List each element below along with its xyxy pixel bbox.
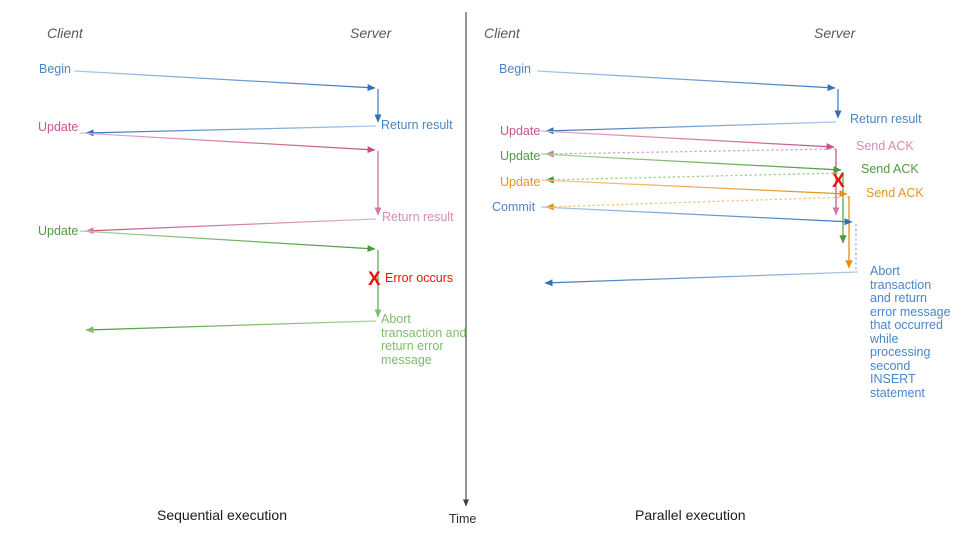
arrow-update-2-right [540, 153, 842, 174]
arrow-update-3-right [540, 179, 848, 198]
label-error-occurs-sequential: Error occurs [385, 271, 454, 285]
arrow-return-result-right [545, 121, 837, 135]
actor-client-sequential: Client [47, 25, 83, 41]
arrow-return-result-2-left [85, 218, 377, 235]
arrow-abort-right [544, 271, 859, 287]
label-update-2-parallel: Update [500, 149, 541, 163]
arrow-update-2-left [79, 230, 376, 253]
arrow-ack-2-right [545, 172, 844, 184]
label-send-ack-1-parallel: Send ACK [856, 139, 914, 153]
error-marker-sequential: X [368, 269, 381, 290]
arrow-update-1-right [540, 130, 835, 151]
arrow-ack-3-right [545, 196, 850, 211]
actor-client-parallel: Client [484, 25, 520, 41]
actor-server-sequential: Server [350, 25, 392, 41]
arrow-ack-1-right [545, 148, 837, 158]
arrow-return-result-1-left [85, 125, 377, 137]
label-abort-message-sequential: Abort transaction and return error messa… [381, 312, 467, 367]
arrow-abort-left [85, 320, 377, 334]
label-send-ack-2-parallel: Send ACK [861, 162, 919, 176]
arrow-begin-left [73, 70, 376, 92]
label-update-2-sequential: Update [38, 224, 79, 238]
label-return-result-parallel: Return result [850, 112, 922, 126]
error-marker-parallel: X [832, 171, 845, 192]
label-return-result-2-sequential: Return result [382, 210, 454, 224]
label-abort-message-parallel: Abort transaction and return error messa… [870, 264, 951, 400]
label-update-3-parallel: Update [500, 175, 541, 189]
actor-server-parallel: Server [814, 25, 856, 41]
label-send-ack-3-parallel: Send ACK [866, 186, 924, 200]
label-return-result-1-sequential: Return result [381, 118, 453, 132]
label-update-1-parallel: Update [500, 124, 541, 138]
label-begin-sequential: Begin [39, 62, 71, 76]
time-axis-label: Time [449, 512, 477, 526]
arrow-commit-right [540, 206, 853, 226]
arrow-update-1-left [79, 132, 376, 154]
label-begin-parallel: Begin [499, 62, 531, 76]
label-commit-parallel: Commit [492, 200, 536, 214]
caption-parallel: Parallel execution [635, 507, 746, 523]
label-update-1-sequential: Update [38, 120, 79, 134]
caption-sequential: Sequential execution [157, 507, 287, 523]
arrow-begin-right [536, 70, 836, 92]
